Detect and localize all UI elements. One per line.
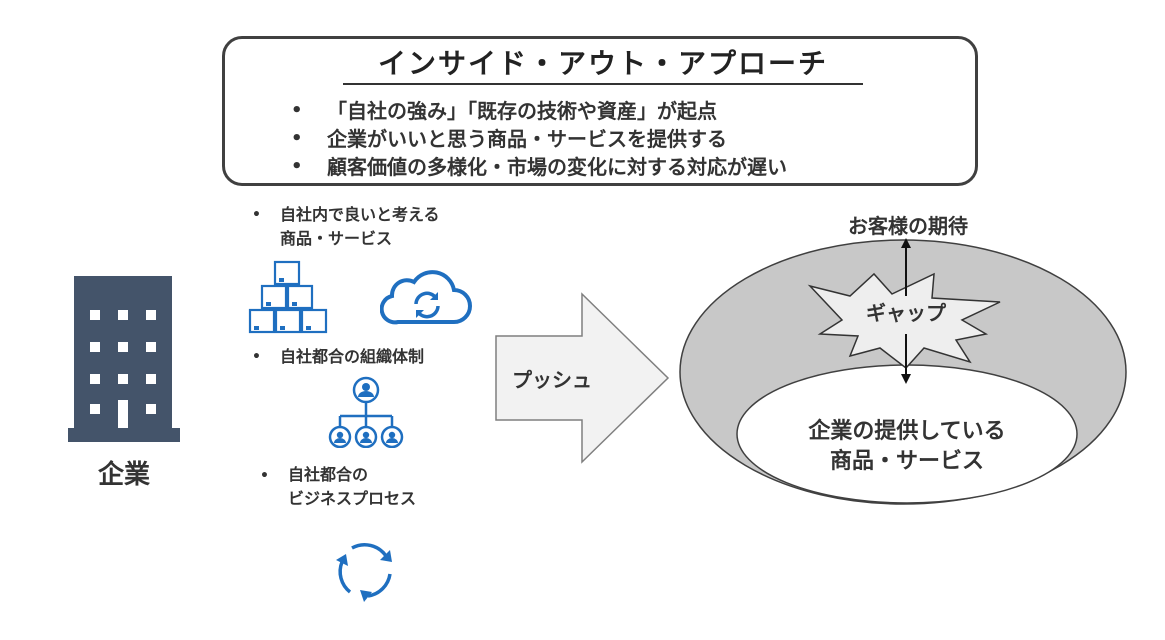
- offering-text: 企業の提供している 商品・サービス: [787, 417, 1027, 477]
- gap-label: ギャップ: [866, 301, 946, 325]
- gap-starburst: [807, 272, 1001, 370]
- summary-item: 「自社の強み」「既存の技術や資産」が起点: [287, 97, 787, 125]
- push-arrow: [495, 292, 670, 464]
- products-label-line1: 自社内で良いと考える: [280, 205, 440, 224]
- summary-item: 企業がいいと思う商品・サービスを提供する: [287, 125, 787, 153]
- building-icon: [68, 276, 180, 442]
- cloud-sync-icon: [380, 270, 472, 325]
- summary-item: 顧客価値の多様化・市場の変化に対する対応が遅い: [287, 153, 787, 181]
- boxes-icon: [248, 260, 328, 334]
- org-chart-icon: [328, 376, 404, 448]
- process-label-line1: 自社都合の: [288, 465, 369, 484]
- offering-line2: 商品・サービス: [829, 449, 984, 474]
- process-label-line2: ビジネスプロセス: [288, 489, 417, 508]
- push-label: プッシュ: [512, 368, 592, 392]
- products-label-line2: 商品・サービス: [280, 229, 393, 248]
- offering-line1: 企業の提供している: [808, 419, 1006, 444]
- title-box: インサイド・アウト・アプローチ 「自社の強み」「既存の技術や資産」が起点 企業が…: [222, 36, 978, 186]
- org-label: 自社都合の組織体制: [280, 347, 425, 366]
- expectation-label: お客様の期待: [848, 214, 968, 238]
- summary-list: 「自社の強み」「既存の技術や資産」が起点 企業がいいと思う商品・サービスを提供す…: [287, 97, 787, 181]
- diagram-title: インサイド・アウト・アプローチ: [343, 45, 863, 85]
- cycle-icon: [336, 543, 392, 602]
- expectation-diagram: [679, 238, 1127, 505]
- company-label: 企業: [97, 460, 150, 490]
